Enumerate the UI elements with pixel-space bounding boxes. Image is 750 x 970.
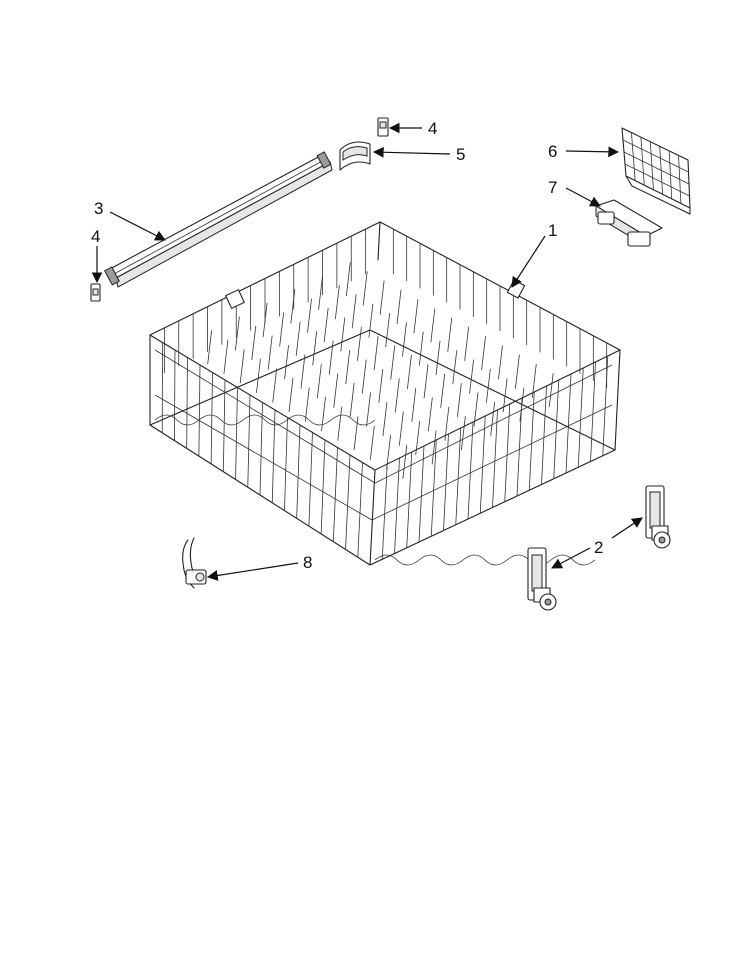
callout-1: 1 [548, 221, 557, 240]
callout-5: 5 [456, 145, 465, 164]
callout-labels: 1 2 3 4 4 5 6 7 8 [91, 119, 603, 572]
part-6-cup-shelf [621, 127, 691, 215]
part-7-clip [595, 199, 663, 247]
part-2-adjuster-right [645, 485, 671, 549]
callout-2: 2 [594, 538, 603, 557]
part-4-end-stop-bottom [90, 283, 101, 302]
callout-8: 8 [303, 553, 312, 572]
part-2-adjuster-left [527, 547, 557, 611]
part-3-rail [104, 151, 333, 288]
callout-6: 6 [548, 142, 557, 161]
callout-3: 3 [94, 199, 103, 218]
part-1-upper-rack [149, 221, 621, 566]
callout-7: 7 [548, 178, 557, 197]
part-8-clip [182, 537, 207, 589]
callout-4-bottom: 4 [91, 227, 100, 246]
part-4-end-stop-top [377, 117, 389, 137]
part-5-rail-cap [339, 141, 371, 171]
callout-4-top: 4 [428, 119, 437, 138]
leader-lines [91, 122, 643, 581]
